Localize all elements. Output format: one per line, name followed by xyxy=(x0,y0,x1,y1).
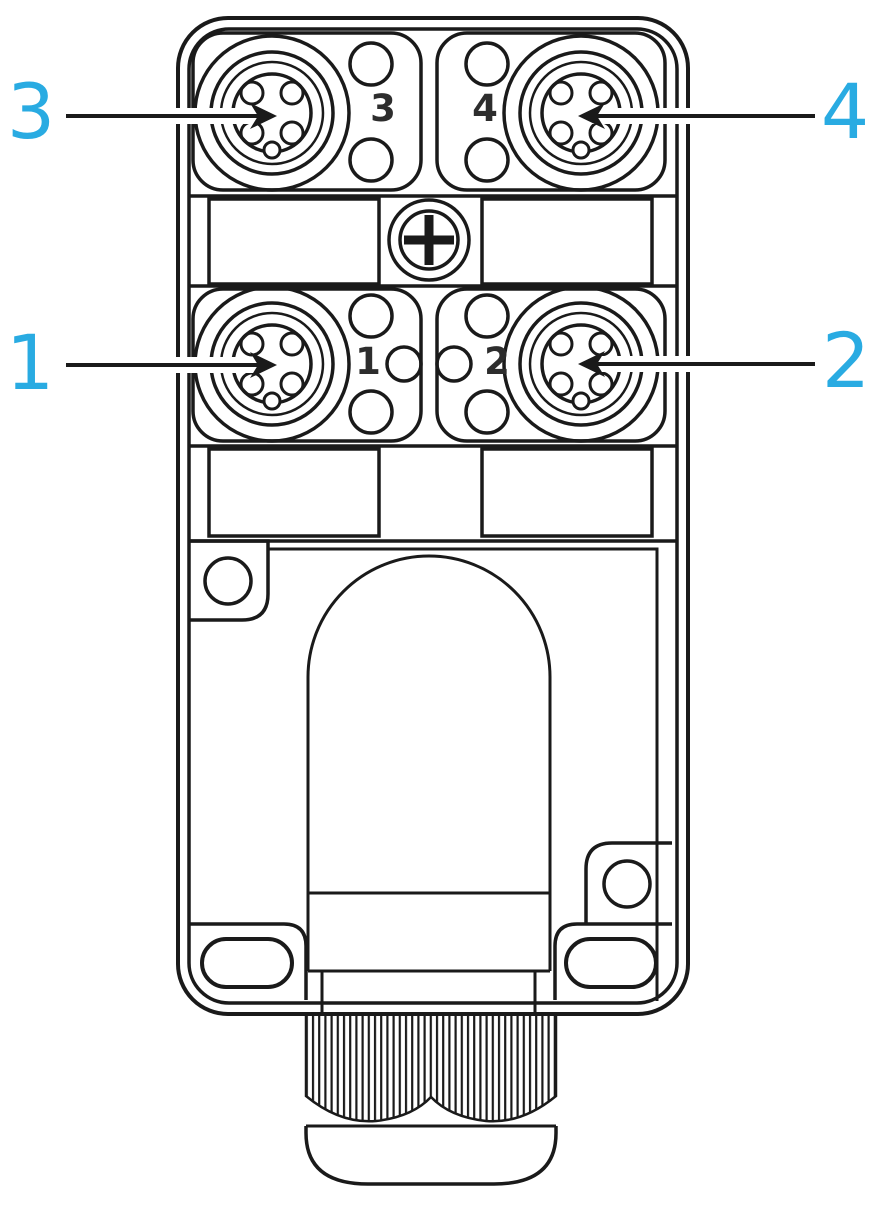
slot-pocket-right xyxy=(553,922,672,1000)
leader-line-4 xyxy=(578,103,820,129)
corner-box-right xyxy=(584,841,672,923)
corner-box-top-left-hole xyxy=(203,556,253,606)
corner-box-top-left xyxy=(189,539,270,622)
arrowhead-icon xyxy=(578,351,605,377)
arrowhead-icon xyxy=(250,352,277,378)
mounting-screw phillips-screw-icon xyxy=(387,198,471,282)
leader-line-1 xyxy=(58,352,277,378)
pod-2-hole-middle xyxy=(435,345,473,383)
port-label-4: 4 xyxy=(472,87,498,131)
port-3-pod xyxy=(191,31,423,192)
cable-gland cable-gland-icon xyxy=(304,1012,558,1186)
mounting-slot-right xyxy=(564,937,658,989)
slot-pocket-left xyxy=(189,922,308,1000)
pod-4-hole-top xyxy=(464,41,510,87)
corner-box-right-hole xyxy=(602,859,652,909)
callout-label-1: 1 xyxy=(5,317,55,407)
lower-band xyxy=(189,444,677,543)
port-label-1: 1 xyxy=(355,340,381,384)
gland-nut-bottom xyxy=(304,1126,558,1186)
pod-2-hole-bottom xyxy=(464,389,510,435)
keyway-notch xyxy=(571,391,591,411)
keyway-notch xyxy=(262,391,282,411)
callout-label-4: 4 xyxy=(820,66,870,156)
band2-left-window xyxy=(207,447,381,538)
gland-knurled-ring xyxy=(304,1012,558,1123)
pod-3-hole-top xyxy=(348,41,394,87)
leader-line-3 xyxy=(58,103,277,129)
band2-right-window xyxy=(480,447,654,538)
arrowhead-icon xyxy=(250,103,277,129)
pod-2-hole-top xyxy=(464,293,510,339)
keyway-notch xyxy=(262,140,282,160)
callout-label-3: 3 xyxy=(6,66,56,156)
port-4-connector m12-connector-icon xyxy=(502,34,660,192)
mounting-slot-left xyxy=(200,937,294,989)
gland-neck xyxy=(320,971,537,1016)
band1-right-window xyxy=(480,197,654,286)
upper-band xyxy=(189,194,677,288)
lower-panel-outline xyxy=(268,547,659,1001)
leader-line-2 xyxy=(578,351,820,377)
pod-1-hole-middle xyxy=(385,345,423,383)
lower-housing xyxy=(189,539,672,1016)
callout-label-2: 2 xyxy=(821,315,871,405)
port-label-2: 2 xyxy=(484,340,510,384)
pod-1-hole-bottom xyxy=(348,389,394,435)
arrowhead-icon xyxy=(578,103,605,129)
band1-left-window xyxy=(207,197,381,286)
pod-1-hole-top xyxy=(348,293,394,339)
pod-3-hole-bottom xyxy=(348,137,394,183)
keyway-notch xyxy=(571,140,591,160)
dome-outline xyxy=(306,554,552,893)
port-label-3: 3 xyxy=(370,87,396,131)
pod-4-hole-bottom xyxy=(464,137,510,183)
body-inner-outline xyxy=(187,27,679,1005)
